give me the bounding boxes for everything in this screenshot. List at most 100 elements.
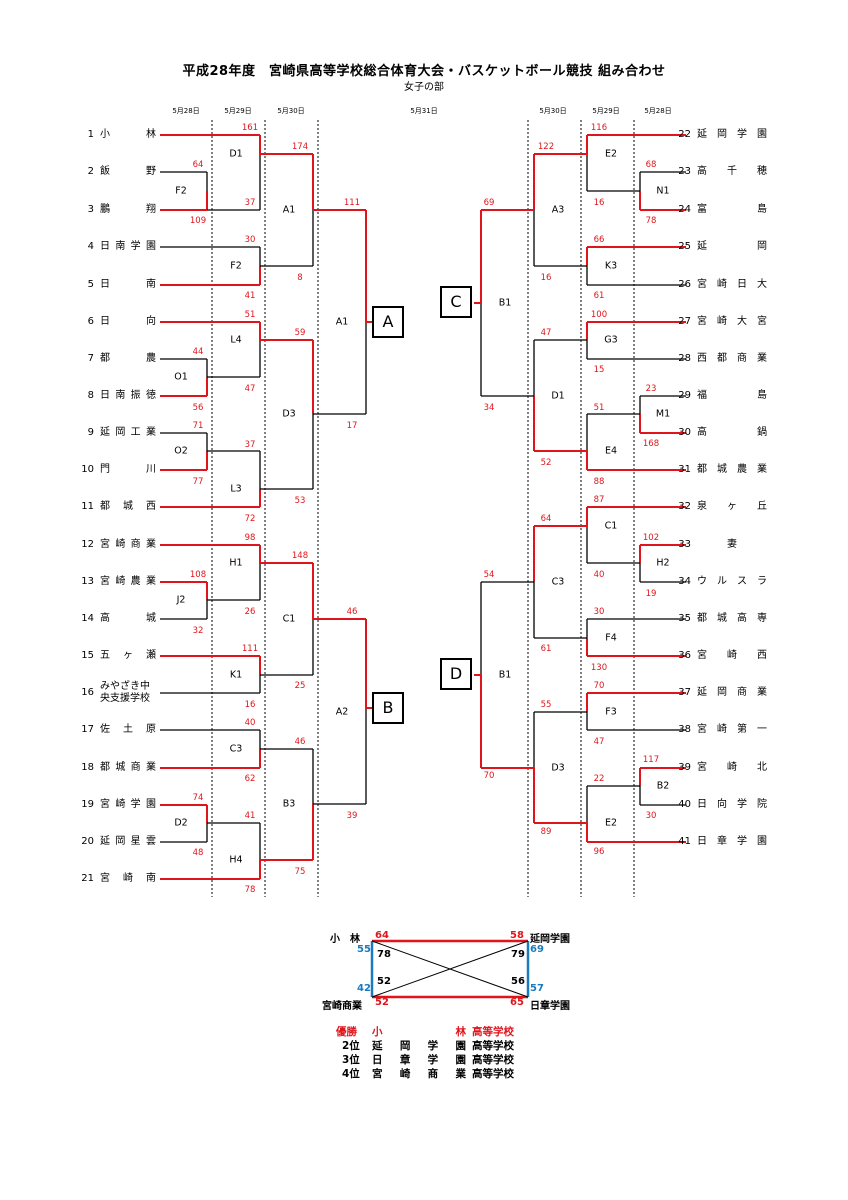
- game-score: 39: [346, 811, 358, 821]
- team-name: 日南学園: [100, 241, 156, 252]
- game-score: 30: [593, 607, 605, 617]
- team-name: 五ヶ瀬: [100, 650, 156, 661]
- team-number: 34: [678, 576, 691, 587]
- league-score: 52: [375, 997, 389, 1008]
- result-row-2: 2位延岡学園高等学校: [336, 1038, 514, 1053]
- team-name: 延岡: [697, 241, 767, 252]
- date-left-round1: 5月28日: [172, 107, 200, 115]
- team-name: 日章学園: [697, 836, 767, 847]
- game-label: H4: [229, 854, 243, 866]
- game-score: 168: [642, 439, 660, 449]
- team-name: 宮崎農業: [100, 576, 156, 587]
- game-label: L3: [230, 483, 242, 495]
- game-label: F3: [605, 706, 617, 718]
- bracket-line: [371, 940, 529, 998]
- game-label: H2: [656, 557, 670, 569]
- result-row-1: 優勝小林高等学校: [336, 1024, 514, 1039]
- result-rank: 4位: [342, 1068, 360, 1080]
- game-score: 25: [294, 681, 306, 691]
- game-label: E4: [604, 445, 618, 457]
- game-score: 75: [294, 867, 306, 877]
- game-score: 100: [590, 310, 608, 320]
- team-number: 19: [81, 799, 94, 810]
- game-label: A3: [551, 204, 565, 216]
- game-label: K1: [229, 669, 243, 681]
- result-rank: 2位: [342, 1040, 360, 1052]
- team-name: 宮崎西: [697, 650, 767, 661]
- game-score: 108: [189, 570, 207, 580]
- date-left-round2: 5月29日: [224, 107, 252, 115]
- game-score: 117: [642, 755, 660, 765]
- game-score: 34: [483, 403, 495, 413]
- team-name: 日向学院: [697, 799, 767, 810]
- game-score: 47: [244, 384, 256, 394]
- team-name: 門川: [100, 464, 156, 475]
- game-score: 22: [593, 774, 605, 784]
- game-score: 69: [483, 198, 495, 208]
- result-suffix: 高等学校: [472, 1068, 514, 1080]
- team-number: 5: [87, 279, 94, 290]
- game-score: 130: [590, 663, 608, 673]
- result-school: 延岡学園: [372, 1040, 466, 1052]
- team-name: 延岡商業: [697, 687, 767, 698]
- game-score: 62: [244, 774, 256, 784]
- team-name: 延岡星雲: [100, 836, 156, 847]
- game-label: B3: [282, 798, 296, 810]
- game-score: 64: [192, 160, 204, 170]
- team-number: 28: [678, 353, 691, 364]
- team-name: 宮崎南: [100, 873, 156, 884]
- team-name: 都城農業: [697, 464, 767, 475]
- game-score: 70: [483, 771, 495, 781]
- game-score: 47: [540, 328, 552, 338]
- result-school: 日章学園: [372, 1054, 466, 1066]
- game-score: 40: [244, 718, 256, 728]
- team-number: 24: [678, 204, 691, 215]
- team-number: 14: [81, 613, 94, 624]
- team-name: 鵬翔: [100, 204, 156, 215]
- game-label: B1: [498, 669, 512, 681]
- date-right-round3: 5月30日: [539, 107, 567, 115]
- result-school: 小林: [372, 1026, 466, 1038]
- game-score: 59: [294, 328, 306, 338]
- game-score: 47: [593, 737, 605, 747]
- game-score: 16: [593, 198, 605, 208]
- team-number: 11: [81, 501, 94, 512]
- team-number: 6: [87, 316, 94, 327]
- game-score: 41: [244, 811, 256, 821]
- game-label: B2: [656, 780, 670, 792]
- game-score: 74: [192, 793, 204, 803]
- game-score: 51: [593, 403, 605, 413]
- game-score: 56: [192, 403, 204, 413]
- date-left-round3: 5月30日: [277, 107, 305, 115]
- game-score: 109: [189, 216, 207, 226]
- game-score: 41: [244, 291, 256, 301]
- result-row-3: 3位日章学園高等学校: [336, 1052, 514, 1067]
- game-score: 32: [192, 626, 204, 636]
- team-name: 宮崎北: [697, 762, 767, 773]
- team-name: 西都商業: [697, 353, 767, 364]
- team-entry: 28 西都商業: [671, 353, 767, 365]
- game-score: 174: [291, 142, 309, 152]
- game-label: O2: [174, 445, 188, 457]
- team-number: 9: [87, 427, 94, 438]
- team-number: 17: [81, 724, 94, 735]
- game-label: M1: [655, 408, 671, 420]
- game-score: 8: [297, 273, 303, 283]
- team-number: 18: [81, 762, 94, 773]
